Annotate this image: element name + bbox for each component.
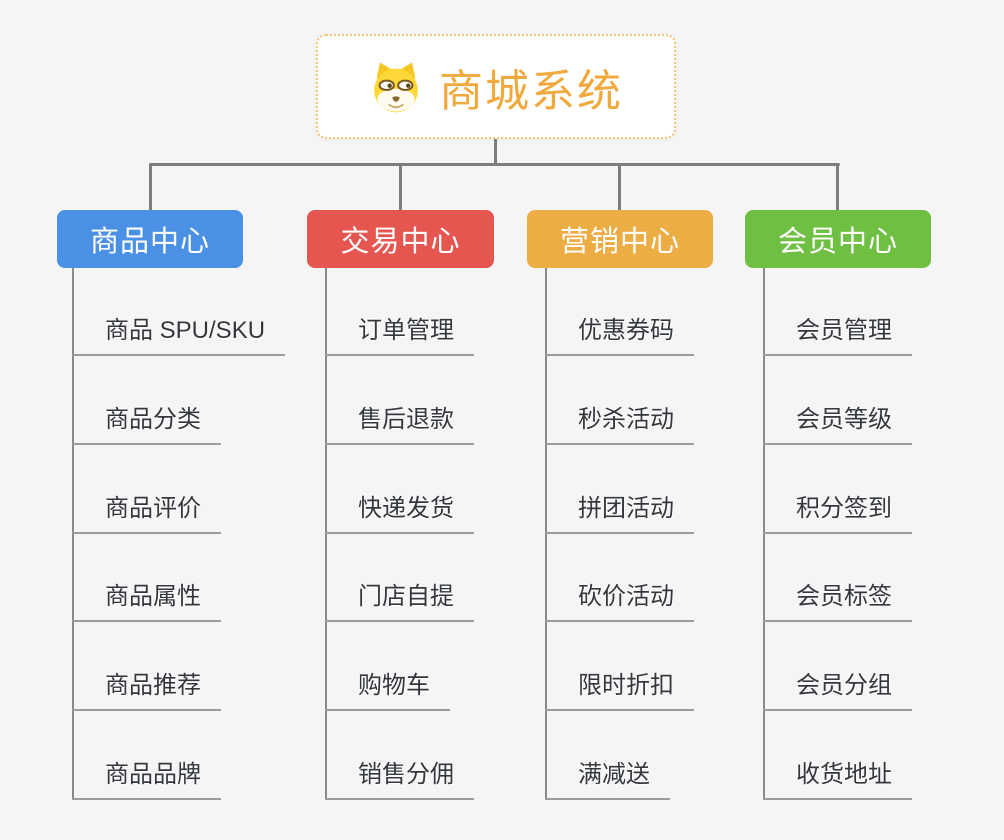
leaf-node[interactable]: 砍价活动	[545, 584, 694, 622]
dog-face-icon	[369, 60, 423, 114]
leaf-node[interactable]: 商品评价	[72, 496, 221, 534]
leaf-node[interactable]: 会员分组	[763, 673, 912, 711]
subtree-trunk	[545, 268, 547, 800]
leaf-node[interactable]: 售后退款	[325, 407, 474, 445]
leaf-node[interactable]: 商品品牌	[72, 762, 221, 800]
branch-label: 交易中心	[340, 226, 461, 258]
root-node[interactable]: 商城系统	[316, 34, 676, 139]
branch-node-product[interactable]: 商品中心	[57, 210, 243, 268]
root-connector-stem	[494, 139, 497, 165]
leaf-node[interactable]: 销售分佣	[325, 762, 474, 800]
branch-node-member[interactable]: 会员中心	[745, 210, 931, 268]
branch-label: 营销中心	[559, 226, 680, 258]
branch-connector-drop	[149, 164, 152, 210]
leaf-node[interactable]: 满减送	[545, 762, 670, 800]
root-label: 商城系统	[439, 66, 623, 116]
leaf-node[interactable]: 拼团活动	[545, 496, 694, 534]
leaf-node[interactable]: 限时折扣	[545, 673, 694, 711]
leaf-node[interactable]: 优惠券码	[545, 318, 694, 356]
leaf-node[interactable]: 会员标签	[763, 584, 912, 622]
leaf-node[interactable]: 秒杀活动	[545, 407, 694, 445]
subtree-trunk	[325, 268, 327, 800]
leaf-node[interactable]: 订单管理	[325, 318, 474, 356]
subtree-trunk	[72, 268, 74, 800]
leaf-node[interactable]: 会员管理	[763, 318, 912, 356]
branch-label: 会员中心	[777, 226, 898, 258]
branch-connector-bar	[149, 163, 840, 166]
leaf-node[interactable]: 商品分类	[72, 407, 221, 445]
branch-node-trade[interactable]: 交易中心	[307, 210, 494, 268]
branch-connector-drop	[836, 164, 839, 210]
branch-connector-drop	[618, 164, 621, 210]
branch-connector-drop	[399, 164, 402, 210]
leaf-node[interactable]: 商品 SPU/SKU	[72, 318, 286, 356]
leaf-node[interactable]: 积分签到	[763, 496, 912, 534]
leaf-node[interactable]: 购物车	[325, 673, 450, 711]
leaf-node[interactable]: 收货地址	[763, 762, 912, 800]
leaf-node[interactable]: 会员等级	[763, 407, 912, 445]
branch-label: 商品中心	[89, 226, 210, 258]
branch-node-marketing[interactable]: 营销中心	[527, 210, 713, 268]
leaf-node[interactable]: 快递发货	[325, 496, 474, 534]
leaf-node[interactable]: 商品推荐	[72, 673, 221, 711]
leaf-node[interactable]: 门店自提	[325, 584, 474, 622]
subtree-trunk	[763, 268, 765, 800]
leaf-node[interactable]: 商品属性	[72, 584, 221, 622]
